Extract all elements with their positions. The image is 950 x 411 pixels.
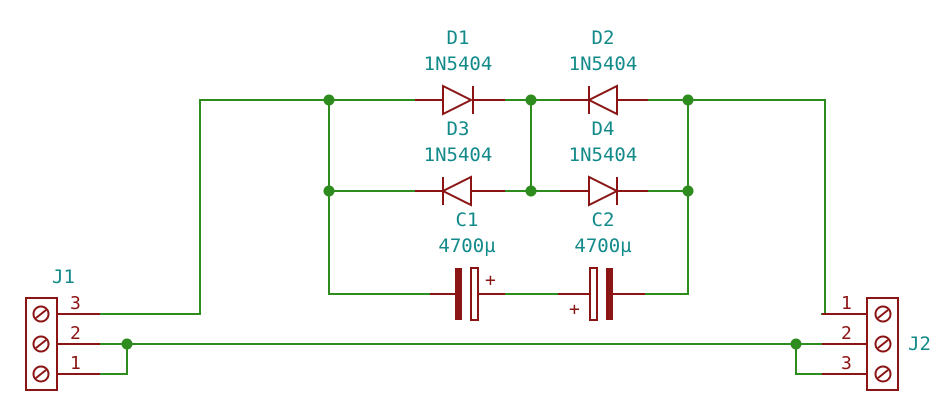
junction-dot: [525, 185, 537, 197]
c1-value-label: 4700µ: [438, 235, 495, 257]
d4-value-label: 1N5404: [569, 144, 638, 166]
wire-top-right: [647, 99, 826, 315]
d2-ref-label: D2: [592, 27, 615, 49]
wire-top-left: [99, 99, 416, 315]
capacitor-c2[interactable]: + C2 4700µ: [558, 209, 645, 321]
junction-dot: [790, 338, 802, 350]
capacitor-c1[interactable]: + C1 4700µ: [430, 209, 505, 321]
wire-j2-pin3: [795, 343, 823, 375]
junction-dot: [682, 94, 694, 106]
c2-positive-plate: [589, 267, 598, 321]
c2-polarity-label: +: [569, 299, 580, 320]
diode-d4[interactable]: D4 1N5404: [560, 118, 648, 207]
d1-value-label: 1N5404: [424, 53, 493, 75]
j1-pin-number: 1: [70, 353, 81, 374]
c2-value-label: 4700µ: [574, 235, 631, 257]
diode-d2[interactable]: D2 1N5404: [560, 27, 648, 116]
j2-pin-number: 2: [841, 323, 852, 344]
d1-ref-label: D1: [447, 27, 470, 49]
junction-dot: [323, 94, 335, 106]
screw-terminal-icon: [32, 335, 50, 353]
screw-terminal-icon: [874, 335, 892, 353]
screw-terminal-icon: [32, 365, 50, 383]
junction-dot: [525, 94, 537, 106]
wires: [99, 99, 826, 375]
c1-negative-plate: [455, 268, 462, 320]
c1-positive-plate: [470, 267, 479, 321]
d4-ref-label: D4: [592, 118, 615, 140]
junctions: [121, 94, 802, 350]
d3-value-label: 1N5404: [424, 144, 493, 166]
diode-d3[interactable]: D3 1N5404: [415, 118, 505, 207]
j2-pin-number: 1: [841, 293, 852, 314]
wire-left-vertical: [328, 99, 431, 295]
j1-ref-label: J1: [52, 266, 75, 288]
junction-dot: [121, 338, 133, 350]
c2-negative-plate: [606, 268, 613, 320]
diode-d1[interactable]: D1 1N5404: [415, 27, 505, 116]
screw-terminal-icon: [32, 305, 50, 323]
c1-ref-label: C1: [456, 209, 479, 231]
wire-right-vertical: [644, 99, 689, 295]
wire-j1-pin1: [99, 343, 128, 375]
j1-pin-number: 3: [70, 293, 81, 314]
j1-pin-number: 2: [70, 323, 81, 344]
d2-value-label: 1N5404: [569, 53, 638, 75]
c1-polarity-label: +: [485, 270, 496, 291]
d3-ref-label: D3: [447, 118, 470, 140]
connector-j2[interactable]: J2 1 2 3: [822, 293, 931, 391]
screw-terminal-icon: [874, 365, 892, 383]
j2-ref-label: J2: [908, 333, 931, 355]
c2-ref-label: C2: [592, 209, 615, 231]
j2-pin-number: 3: [841, 353, 852, 374]
junction-dot: [323, 185, 335, 197]
screw-terminal-icon: [874, 305, 892, 323]
junction-dot: [682, 185, 694, 197]
connector-j1[interactable]: J1 3 2 1: [25, 266, 100, 391]
